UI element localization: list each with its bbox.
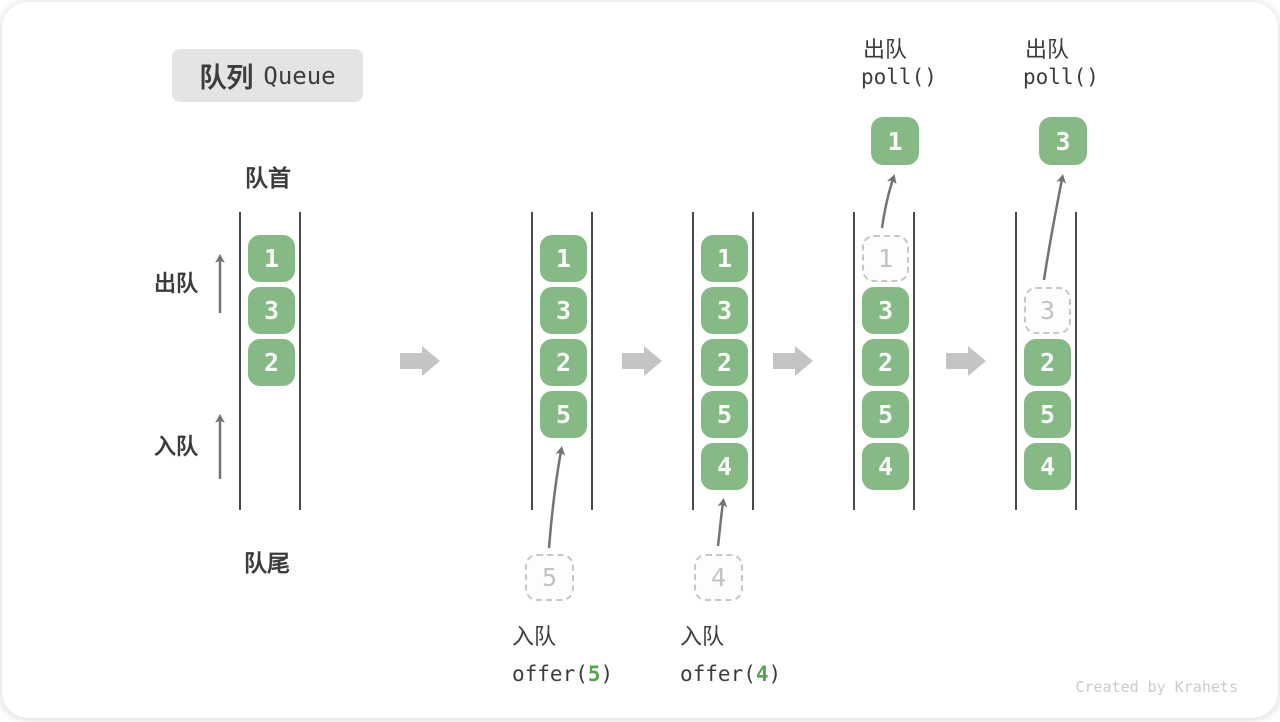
enqueue-op-code: offer(4): [680, 662, 781, 686]
queue-slot-box: 4: [701, 443, 748, 490]
title-zh: 队列: [199, 63, 254, 93]
queue-slot-dashed: 3: [1024, 287, 1071, 334]
queue-slot-box: 2: [1024, 339, 1071, 386]
queue-slot-dashed: 1: [862, 235, 909, 282]
enqueue-op-label: 入队: [512, 624, 557, 649]
code-text: offer(: [512, 662, 588, 686]
queue-slot-box: 5: [862, 391, 909, 438]
state-transition-arrow-1: [400, 346, 440, 376]
code-arg: 4: [755, 662, 769, 686]
title-badge: 队列 Queue: [172, 49, 363, 102]
queue-slot-box: 2: [248, 339, 295, 386]
dequeue-op-code: poll(): [861, 65, 937, 89]
dequeued-value-box: 1: [871, 117, 919, 165]
pending-value-box: 5: [525, 554, 574, 601]
queue-slot-box: 2: [862, 339, 909, 386]
enqueue-op-block: 入队 offer(5): [512, 619, 613, 686]
code-text: ): [600, 662, 614, 686]
queue-slot-box: 2: [701, 339, 748, 386]
queue-slot-box: 4: [1024, 443, 1071, 490]
queue-slot-box: 5: [540, 391, 587, 438]
queue-slot-box: 1: [248, 235, 295, 282]
queue-front-label: 队首: [245, 165, 291, 191]
queue-slot-box: 3: [701, 287, 748, 334]
dequeued-value-box: 3: [1039, 117, 1087, 165]
enqueue-side-label: 入队: [154, 434, 199, 459]
enqueue-op-code: offer(5): [512, 662, 613, 686]
code-arg: 5: [587, 662, 601, 686]
queue-state-4: 1 3 2 5 4: [853, 212, 915, 510]
queue-slot-box: 3: [540, 287, 587, 334]
queue-slot-box: 5: [1024, 391, 1071, 438]
dequeue-op-code: poll(): [1023, 65, 1099, 89]
enqueue-op-label: 入队: [680, 624, 725, 649]
queue-slot-box: 2: [540, 339, 587, 386]
pending-value-box: 4: [694, 554, 743, 601]
queue-slot-box: 1: [540, 235, 587, 282]
queue-rear-label: 队尾: [244, 550, 290, 576]
queue-state-1: 1 3 2: [239, 212, 301, 510]
dequeue-op-label: 出队: [1025, 37, 1070, 62]
state-transition-arrow-4: [946, 346, 986, 376]
queue-slot-box: 3: [248, 287, 295, 334]
state-transition-arrow-2: [622, 346, 662, 376]
queue-state-5: 3 2 5 4: [1015, 212, 1077, 510]
queue-slot-box: 1: [701, 235, 748, 282]
queue-state-3: 1 3 2 5 4: [692, 212, 754, 510]
queue-state-2: 1 3 2 5: [531, 212, 593, 510]
enqueue-op-block: 入队 offer(4): [680, 619, 781, 686]
state-transition-arrow-3: [773, 346, 813, 376]
dequeue-side-label: 出队: [154, 271, 199, 296]
queue-slot-box: 4: [862, 443, 909, 490]
dequeue-op-label: 出队: [863, 37, 908, 62]
title-en: Queue: [263, 61, 336, 90]
code-text: ): [768, 662, 782, 686]
queue-slot-box: 3: [862, 287, 909, 334]
watermark: Created by Krahets: [1075, 678, 1238, 696]
queue-slot-box: 5: [701, 391, 748, 438]
code-text: offer(: [680, 662, 756, 686]
